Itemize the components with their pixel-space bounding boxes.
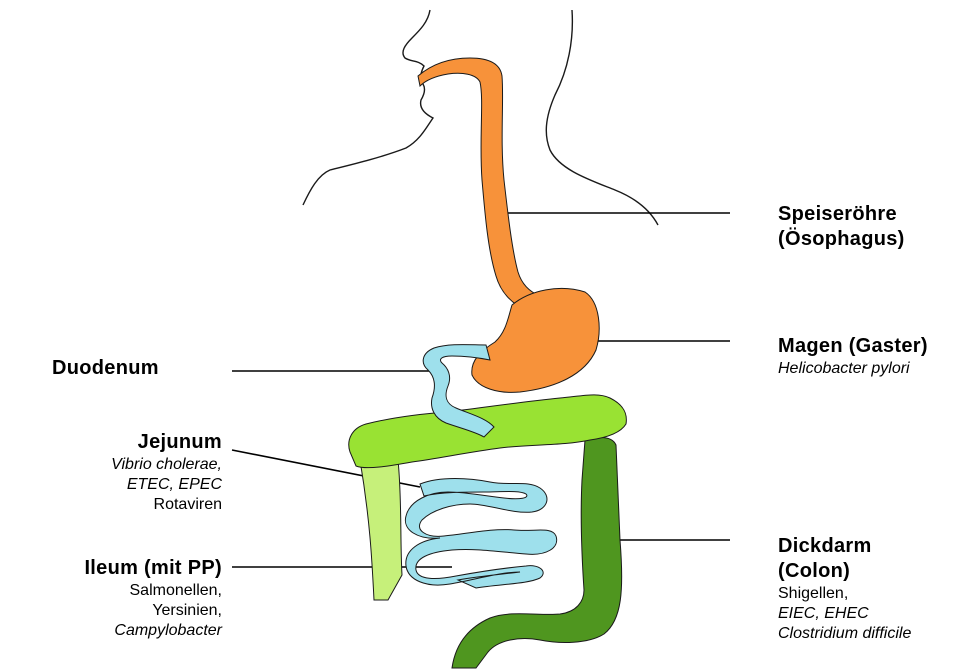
duodenum-label: Duodenum xyxy=(52,356,159,381)
colon-title-line1: Dickdarm xyxy=(778,534,911,559)
duodenum-title: Duodenum xyxy=(52,357,159,379)
jejunum-ileum-coils-shape xyxy=(405,479,556,589)
ileum-pathogen-line2: Yersinien, xyxy=(84,601,222,621)
ileum-title: Ileum (mit PP) xyxy=(84,556,222,581)
esophagus-label: Speiseröhre (Ösophagus) xyxy=(778,202,905,252)
back-neck-outline xyxy=(546,10,658,225)
jejunum-title: Jejunum xyxy=(111,430,222,455)
stomach-title: Magen (Gaster) xyxy=(778,334,928,359)
ascending-colon-shape xyxy=(360,460,402,600)
colon-title-line2: (Colon) xyxy=(778,559,911,584)
leader-lines xyxy=(232,213,730,567)
ileum-label: Ileum (mit PP) Salmonellen, Yersinien, C… xyxy=(84,556,222,641)
esophagus-shape xyxy=(418,58,540,312)
stomach-pathogen: Helicobacter pylori xyxy=(778,359,928,379)
stomach-shape xyxy=(472,288,599,392)
jejunum-pathogen-line3: Rotaviren xyxy=(111,495,222,515)
colon-pathogen-line2: EIEC, EHEC xyxy=(778,604,911,624)
colon-label: Dickdarm (Colon) Shigellen, EIEC, EHEC C… xyxy=(778,534,911,644)
stomach-label: Magen (Gaster) Helicobacter pylori xyxy=(778,334,928,379)
jejunum-pathogen-line2: ETEC, EPEC xyxy=(111,475,222,495)
ileum-pathogen-line1: Salmonellen, xyxy=(84,581,222,601)
colon-pathogen-line1: Shigellen, xyxy=(778,584,911,604)
colon-pathogen-line3: Clostridium difficile xyxy=(778,624,911,644)
jejunum-label: Jejunum Vibrio cholerae, ETEC, EPEC Rota… xyxy=(111,430,222,515)
face-profile-outline xyxy=(303,10,433,205)
esophagus-title-line1: Speiseröhre xyxy=(778,202,905,227)
ileum-pathogen-line3: Campylobacter xyxy=(84,621,222,641)
esophagus-title-line2: (Ösophagus) xyxy=(778,227,905,252)
jejunum-pathogen-line1: Vibrio cholerae, xyxy=(111,455,222,475)
body-outline xyxy=(303,10,658,225)
